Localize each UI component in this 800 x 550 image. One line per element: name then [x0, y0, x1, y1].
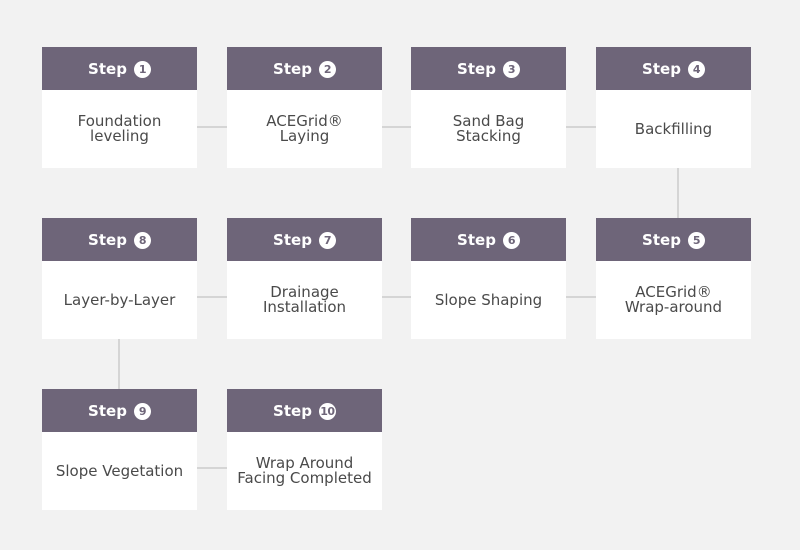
- step-description: Sand Bag Stacking: [411, 90, 566, 168]
- step-header: Step 4: [596, 47, 751, 90]
- step-description-line: ACEGrid®: [266, 112, 343, 130]
- step-number-badge: 7: [318, 232, 336, 249]
- step-label: Step: [88, 59, 127, 78]
- step-card-7: Step 7 Drainage Installation: [227, 218, 382, 339]
- step-card-2: Step 2 ACEGrid® Laying: [227, 47, 382, 168]
- step-description: Wrap Around Facing Completed: [227, 432, 382, 510]
- step-description-line: Sand Bag: [452, 112, 525, 130]
- step-description-line: Layer-by-Layer: [63, 290, 176, 309]
- step-description-line: Backfilling: [634, 119, 713, 138]
- step-description: Foundation leveling: [42, 90, 197, 168]
- step-card-6: Step 6 Slope Shaping: [411, 218, 566, 339]
- step-number-badge: 3: [502, 61, 520, 78]
- step-description-line: Facing Completed: [237, 469, 372, 487]
- step-label: Step: [457, 230, 496, 249]
- step-label: Step: [642, 230, 681, 249]
- step-header: Step 5: [596, 218, 751, 261]
- step-description-line: Wrap Around: [255, 454, 354, 472]
- step-description-line: Foundation: [77, 112, 162, 130]
- step-card-3: Step 3 Sand Bag Stacking: [411, 47, 566, 168]
- step-label: Step: [273, 230, 312, 249]
- step-header: Step 1: [42, 47, 197, 90]
- step-card-5: Step 5 ACEGrid® Wrap-around: [596, 218, 751, 339]
- step-description: ACEGrid® Laying: [227, 90, 382, 168]
- step-card-9: Step 9 Slope Vegetation: [42, 389, 197, 510]
- step-header: Step 3: [411, 47, 566, 90]
- step-number-badge: 10: [318, 403, 336, 420]
- step-label: Step: [273, 401, 312, 420]
- step-number-badge: 1: [133, 61, 151, 78]
- step-description: Layer-by-Layer: [42, 261, 197, 339]
- step-number-badge: 5: [687, 232, 705, 249]
- step-description: Slope Shaping: [411, 261, 566, 339]
- step-header: Step 2: [227, 47, 382, 90]
- step-description: Slope Vegetation: [42, 432, 197, 510]
- step-description: Backfilling: [596, 90, 751, 168]
- step-description-line: Installation: [262, 298, 347, 316]
- step-header: Step 10: [227, 389, 382, 432]
- step-header: Step 6: [411, 218, 566, 261]
- step-card-1: Step 1 Foundation leveling: [42, 47, 197, 168]
- step-label: Step: [88, 401, 127, 420]
- step-header: Step 8: [42, 218, 197, 261]
- step-label: Step: [457, 59, 496, 78]
- step-description-line: Slope Vegetation: [55, 461, 184, 480]
- step-description-line: Slope Shaping: [434, 290, 543, 309]
- step-description-line: ACEGrid®: [635, 283, 712, 301]
- step-label: Step: [273, 59, 312, 78]
- step-description: Drainage Installation: [227, 261, 382, 339]
- step-description: ACEGrid® Wrap-around: [596, 261, 751, 339]
- step-header: Step 7: [227, 218, 382, 261]
- step-number-badge: 2: [318, 61, 336, 78]
- step-card-8: Step 8 Layer-by-Layer: [42, 218, 197, 339]
- step-label: Step: [642, 59, 681, 78]
- step-card-10: Step 10 Wrap Around Facing Completed: [227, 389, 382, 510]
- step-number-badge: 6: [502, 232, 520, 249]
- step-number-badge: 8: [133, 232, 151, 249]
- step-description-line: Laying: [279, 127, 330, 145]
- step-number-badge: 9: [133, 403, 151, 420]
- step-card-4: Step 4 Backfilling: [596, 47, 751, 168]
- step-description-line: Drainage: [270, 283, 339, 301]
- step-description-line: Wrap-around: [624, 298, 723, 316]
- step-description-line: Stacking: [456, 127, 521, 145]
- step-label: Step: [88, 230, 127, 249]
- step-header: Step 9: [42, 389, 197, 432]
- step-description-line: leveling: [90, 127, 149, 145]
- step-number-badge: 4: [687, 61, 705, 78]
